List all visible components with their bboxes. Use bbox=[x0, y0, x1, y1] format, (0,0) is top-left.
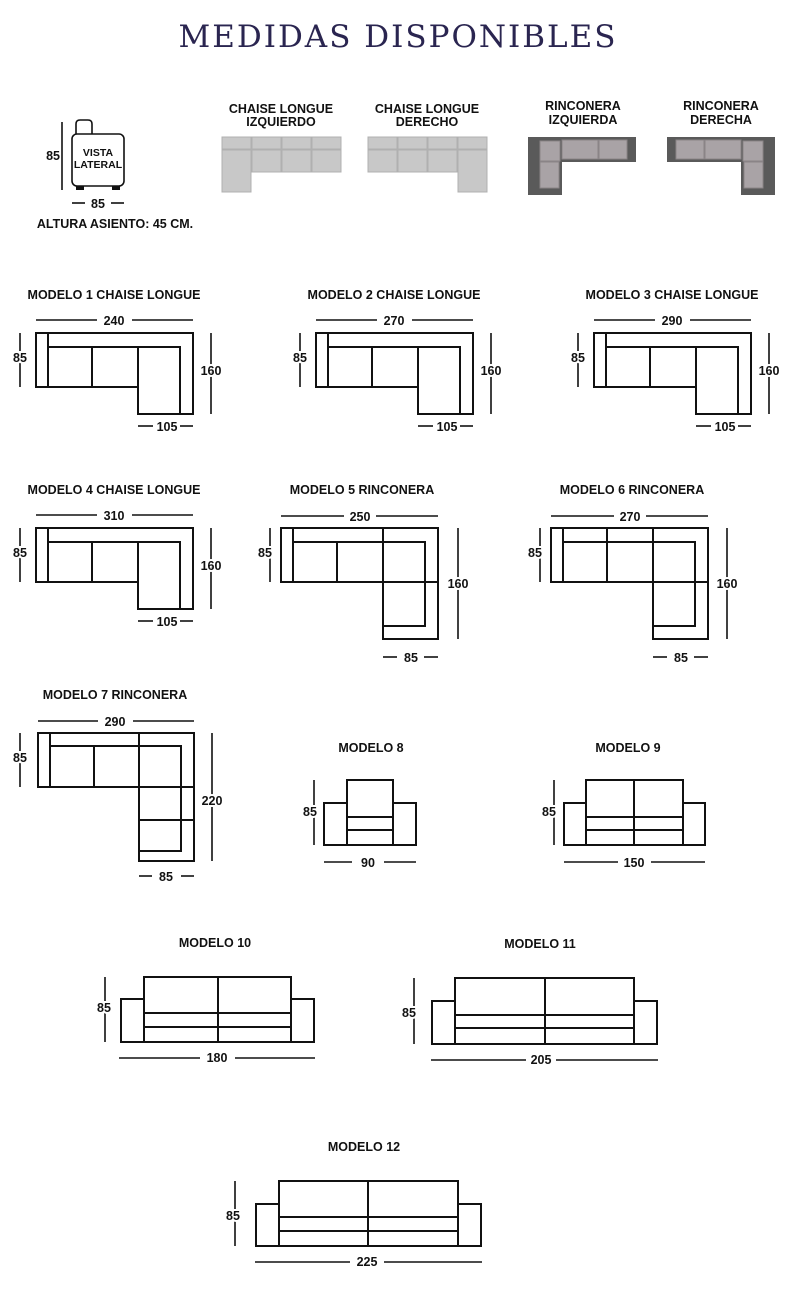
length-label: 220 bbox=[202, 794, 223, 808]
chaise-label: 105 bbox=[157, 615, 178, 629]
model-title: MODELO 1 CHAISE LONGUE bbox=[28, 288, 201, 302]
width-label: 90 bbox=[361, 856, 375, 870]
model-title: MODELO 4 CHAISE LONGUE bbox=[28, 483, 201, 497]
width-label: 270 bbox=[620, 510, 641, 524]
model-3-chaise: MODELO 3 CHAISE LONGUE 290 85 160 105 bbox=[569, 288, 781, 434]
model-8-armchair: MODELO 8 85 90 bbox=[301, 741, 417, 870]
depth-label: 85 bbox=[293, 351, 307, 365]
depth-label: 85 bbox=[13, 351, 27, 365]
model-11-sofa: MODELO 11 85 205 bbox=[400, 937, 658, 1067]
model-2-chaise: MODELO 2 CHAISE LONGUE 270 85 160 105 bbox=[291, 288, 503, 434]
length-label: 160 bbox=[481, 364, 502, 378]
depth-label: 85 bbox=[13, 751, 27, 765]
config-chaise-derecho: CHAISE LONGUE DERECHO bbox=[367, 102, 488, 193]
model-7-rinconera: MODELO 7 RINCONERA 290 85 220 85 bbox=[11, 688, 224, 884]
model-12-sofa: MODELO 12 85 225 bbox=[224, 1140, 482, 1269]
side-view: VISTA LATERAL 85 85 ALTURA ASIENTO: 45 C… bbox=[37, 119, 193, 231]
model-title: MODELO 6 RINCONERA bbox=[560, 483, 704, 497]
depth-label: 85 bbox=[226, 1209, 240, 1223]
depth-label: 85 bbox=[402, 1006, 416, 1020]
config-rinconera-izquierda: RINCONERA IZQUIERDA bbox=[528, 99, 636, 195]
width-label: 290 bbox=[105, 715, 126, 729]
chaise-label: 85 bbox=[674, 651, 688, 665]
model-10-sofa: MODELO 10 85 180 bbox=[95, 936, 315, 1065]
model-9-sofa: MODELO 9 85 150 bbox=[540, 741, 706, 870]
side-view-body bbox=[71, 133, 125, 187]
config-label-line2: DERECHO bbox=[396, 115, 459, 129]
side-view-label-1: VISTA bbox=[83, 147, 114, 159]
width-label: 240 bbox=[104, 314, 125, 328]
length-label: 160 bbox=[201, 364, 222, 378]
width-label: 250 bbox=[350, 510, 371, 524]
seat-height-note: ALTURA ASIENTO: 45 CM. bbox=[37, 217, 193, 231]
length-label: 160 bbox=[759, 364, 780, 378]
model-title: MODELO 2 CHAISE LONGUE bbox=[308, 288, 481, 302]
config-rinconera-derecha: RINCONERA DERECHA bbox=[667, 99, 775, 195]
model-title: MODELO 8 bbox=[338, 741, 403, 755]
width-label: 310 bbox=[104, 509, 125, 523]
side-view-backrest bbox=[75, 119, 93, 134]
side-view-leg-front bbox=[76, 186, 84, 190]
width-label: 270 bbox=[384, 314, 405, 328]
side-view-label-2: LATERAL bbox=[74, 159, 123, 171]
width-label: 225 bbox=[357, 1255, 378, 1269]
depth-label: 85 bbox=[303, 805, 317, 819]
width-label: 205 bbox=[531, 1053, 552, 1067]
model-title: MODELO 9 bbox=[595, 741, 660, 755]
model-title: MODELO 5 RINCONERA bbox=[290, 483, 434, 497]
chaise-label: 105 bbox=[437, 420, 458, 434]
side-view-leg-back bbox=[112, 186, 120, 190]
side-view-depth: 85 bbox=[91, 197, 105, 211]
model-5-rinconera: MODELO 5 RINCONERA 250 85 160 85 bbox=[256, 483, 470, 665]
config-label-line1: CHAISE LONGUE bbox=[375, 102, 479, 116]
config-chaise-izquierdo: CHAISE LONGUE IZQUIERDO bbox=[221, 102, 342, 193]
config-label-line1: RINCONERA bbox=[683, 99, 759, 113]
depth-label: 85 bbox=[13, 546, 27, 560]
model-6-rinconera: MODELO 6 RINCONERA 270 85 160 85 bbox=[526, 483, 739, 665]
chaise-label: 105 bbox=[157, 420, 178, 434]
config-label-line2: DERECHA bbox=[690, 113, 752, 127]
length-label: 160 bbox=[201, 559, 222, 573]
depth-label: 85 bbox=[528, 546, 542, 560]
depth-label: 85 bbox=[542, 805, 556, 819]
model-title: MODELO 3 CHAISE LONGUE bbox=[586, 288, 759, 302]
model-title: MODELO 12 bbox=[328, 1140, 400, 1154]
chaise-label: 85 bbox=[159, 870, 173, 884]
model-title: MODELO 10 bbox=[179, 936, 251, 950]
length-label: 160 bbox=[717, 577, 738, 591]
width-label: 150 bbox=[624, 856, 645, 870]
model-title: MODELO 7 RINCONERA bbox=[43, 688, 187, 702]
width-label: 290 bbox=[662, 314, 683, 328]
chaise-label: 85 bbox=[404, 651, 418, 665]
config-label-line1: CHAISE LONGUE bbox=[229, 102, 333, 116]
side-view-height: 85 bbox=[46, 149, 60, 163]
chaise-label: 105 bbox=[715, 420, 736, 434]
depth-label: 85 bbox=[258, 546, 272, 560]
length-label: 160 bbox=[448, 577, 469, 591]
model-4-chaise: MODELO 4 CHAISE LONGUE 310 85 160 105 bbox=[11, 483, 223, 629]
depth-label: 85 bbox=[97, 1001, 111, 1015]
depth-label: 85 bbox=[571, 351, 585, 365]
config-label-line2: IZQUIERDO bbox=[246, 115, 316, 129]
page-title: MEDIDAS DISPONIBLES bbox=[178, 19, 617, 55]
model-1-chaise: MODELO 1 CHAISE LONGUE 240 85 160 105 bbox=[11, 288, 223, 434]
config-label-line1: RINCONERA bbox=[545, 99, 621, 113]
config-label-line2: IZQUIERDA bbox=[549, 113, 618, 127]
model-title: MODELO 11 bbox=[504, 937, 576, 951]
width-label: 180 bbox=[207, 1051, 228, 1065]
